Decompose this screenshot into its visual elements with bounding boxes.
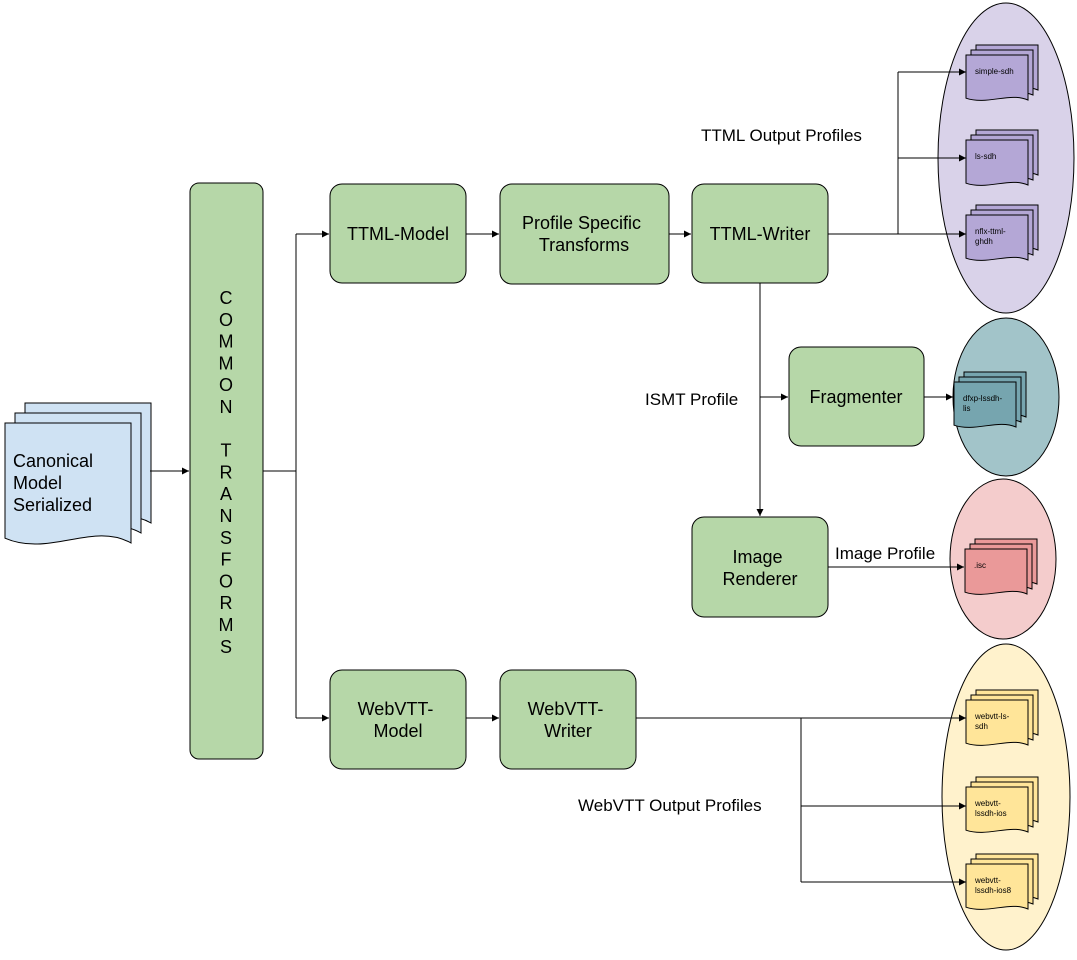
ismt-profile-label: ISMT Profile xyxy=(645,390,738,409)
ttml-output-doc: ls-sdh xyxy=(965,129,1039,186)
svg-text:Fragmenter: Fragmenter xyxy=(809,387,902,407)
edge-webvtt-writer-fanout xyxy=(636,717,802,882)
image-renderer-node: Image Renderer xyxy=(691,516,829,618)
edge-ttml-writer-fanout xyxy=(828,72,899,235)
ttml-output-doc: nflx-ttml-ghdh xyxy=(965,204,1039,261)
output-doc-label: webvtt-ls-sdh xyxy=(974,712,1010,731)
output-doc-label: nflx-ttml-ghdh xyxy=(975,227,1006,246)
output-doc-label: webvtt-lssdh-ios8 xyxy=(974,876,1012,895)
canonical-model-document: Canonical Model Serialized xyxy=(4,402,152,545)
svg-text:WebVTT- Model: WebVTT- Model xyxy=(358,699,439,741)
webvtt-output-doc: webvtt-lssdh-ios xyxy=(965,776,1039,833)
svg-text:WebVTT- Writer: WebVTT- Writer xyxy=(528,699,609,741)
image-profile-label: Image Profile xyxy=(835,544,935,563)
ttml-output-profiles-label: TTML Output Profiles xyxy=(701,126,862,145)
output-doc-label: .isc xyxy=(974,561,986,570)
webvtt-writer-node: WebVTT- Writer xyxy=(499,669,637,770)
connectors xyxy=(150,68,966,886)
webvtt-output-doc: webvtt-lssdh-ios8 xyxy=(965,853,1039,910)
canonical-model-label: Canonical Model Serialized xyxy=(13,451,98,515)
webvtt-output-profiles-label: WebVTT Output Profiles xyxy=(578,796,762,815)
svg-text:TTML-Writer: TTML-Writer xyxy=(710,224,811,244)
ismt-output-doc: dfxp-lssdh-lis xyxy=(953,371,1027,428)
profile-specific-transforms-node: Profile Specific Transforms xyxy=(499,183,670,285)
fragmenter-node: Fragmenter xyxy=(788,346,925,447)
ttml-writer-node: TTML-Writer xyxy=(691,183,829,284)
webvtt-model-node: WebVTT- Model xyxy=(329,669,467,770)
svg-text:Profile Specific Transfo: Profile Specific Transforms xyxy=(522,213,646,255)
output-doc-label: simple-sdh xyxy=(975,67,1014,76)
image-output-doc: .isc xyxy=(964,538,1038,595)
output-doc-label: webvtt-lssdh-ios xyxy=(974,799,1007,818)
ttml-output-doc: simple-sdh xyxy=(965,44,1039,101)
output-doc-label: ls-sdh xyxy=(975,152,996,161)
webvtt-output-doc: webvtt-ls-sdh xyxy=(965,689,1039,746)
ttml-model-node: TTML-Model xyxy=(329,183,467,284)
svg-text:TTML-Model: TTML-Model xyxy=(347,224,449,244)
output-doc-label: dfxp-lssdh-lis xyxy=(963,394,1002,413)
edge-common-branch xyxy=(263,234,297,718)
svg-text:Image Renderer: Image Renderer xyxy=(722,547,797,589)
